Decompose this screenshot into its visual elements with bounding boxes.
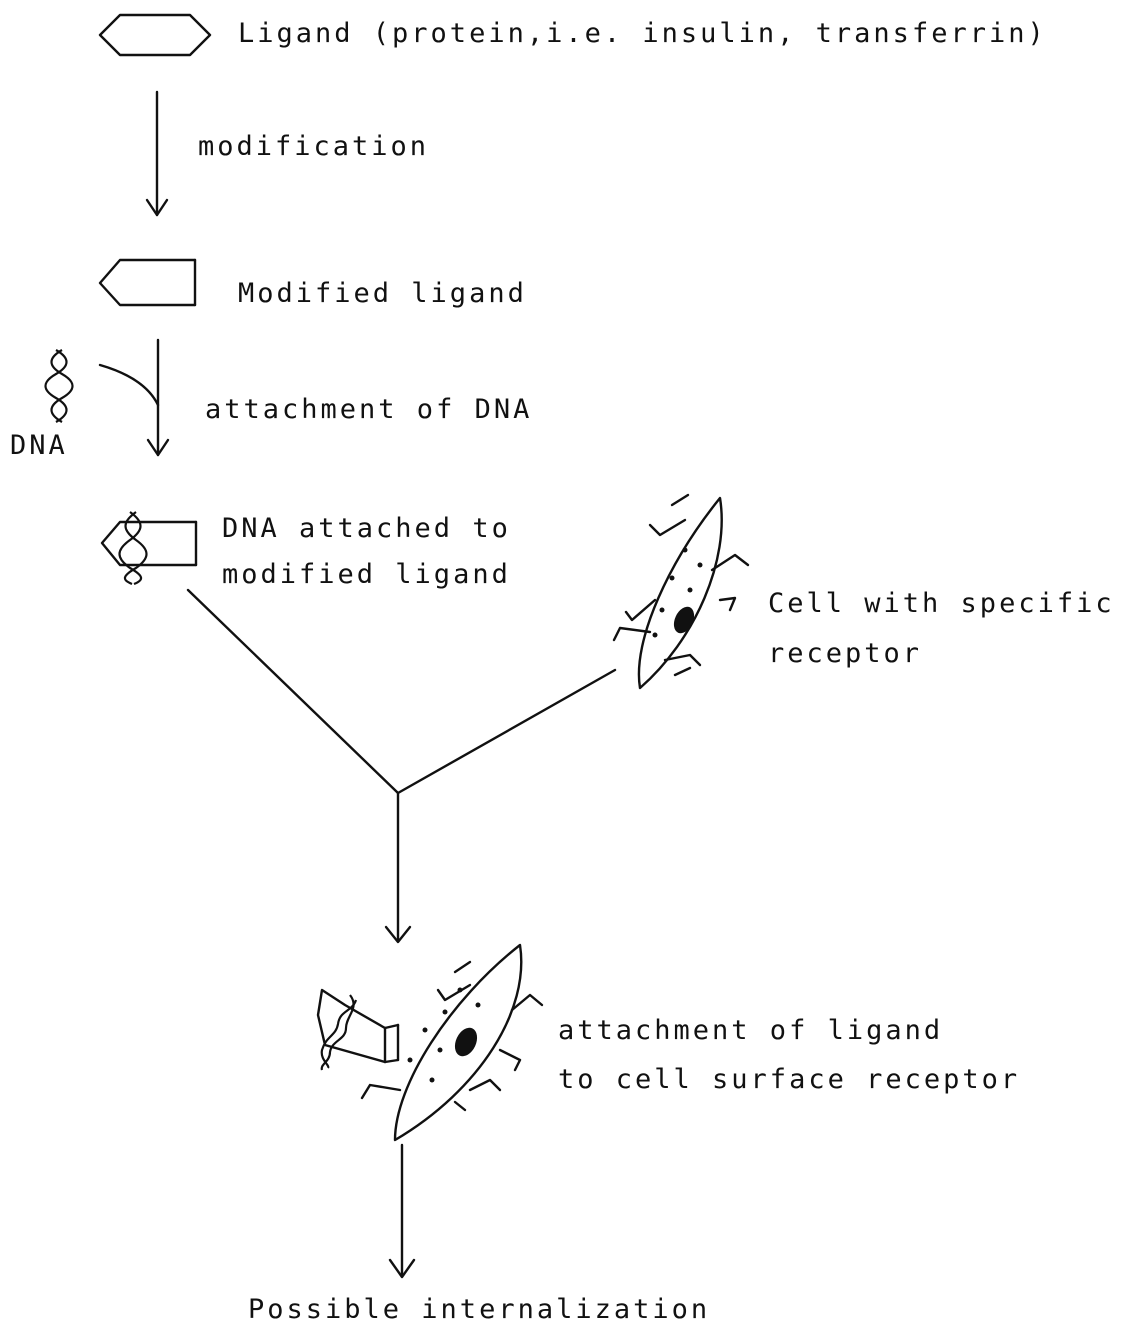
internalization-arrow (390, 1145, 414, 1277)
modification-label: modification (198, 131, 429, 162)
attachment-dna-arrow (100, 340, 168, 455)
cell-with-receptor-icon (614, 495, 748, 688)
modified-ligand-shape (100, 260, 195, 305)
ligand-label: Ligand (protein,i.e. insulin, transferri… (238, 18, 1047, 49)
cell-label-line2: receptor (768, 638, 922, 669)
dna-helix-icon (46, 350, 73, 422)
convergence-lines (188, 590, 615, 942)
dna-attached-label-line1: DNA attached to (222, 513, 511, 544)
dna-label: DNA (10, 430, 68, 461)
attachment-ligand-label-line2: to cell surface receptor (558, 1064, 1020, 1095)
attachment-ligand-label-line1: attachment of ligand (558, 1015, 943, 1046)
dna-ligand-complex-shape (102, 512, 196, 584)
ligand-shape (100, 15, 210, 55)
modified-ligand-label: Modified ligand (238, 278, 527, 309)
dna-attached-label-line2: modified ligand (222, 559, 511, 590)
internalization-label: Possible internalization (248, 1294, 710, 1324)
attachment-dna-label: attachment of DNA (205, 394, 532, 425)
cell-label-line1: Cell with specific (768, 588, 1115, 619)
modification-arrow (147, 92, 167, 215)
cell-with-bound-ligand-icon (318, 945, 542, 1140)
